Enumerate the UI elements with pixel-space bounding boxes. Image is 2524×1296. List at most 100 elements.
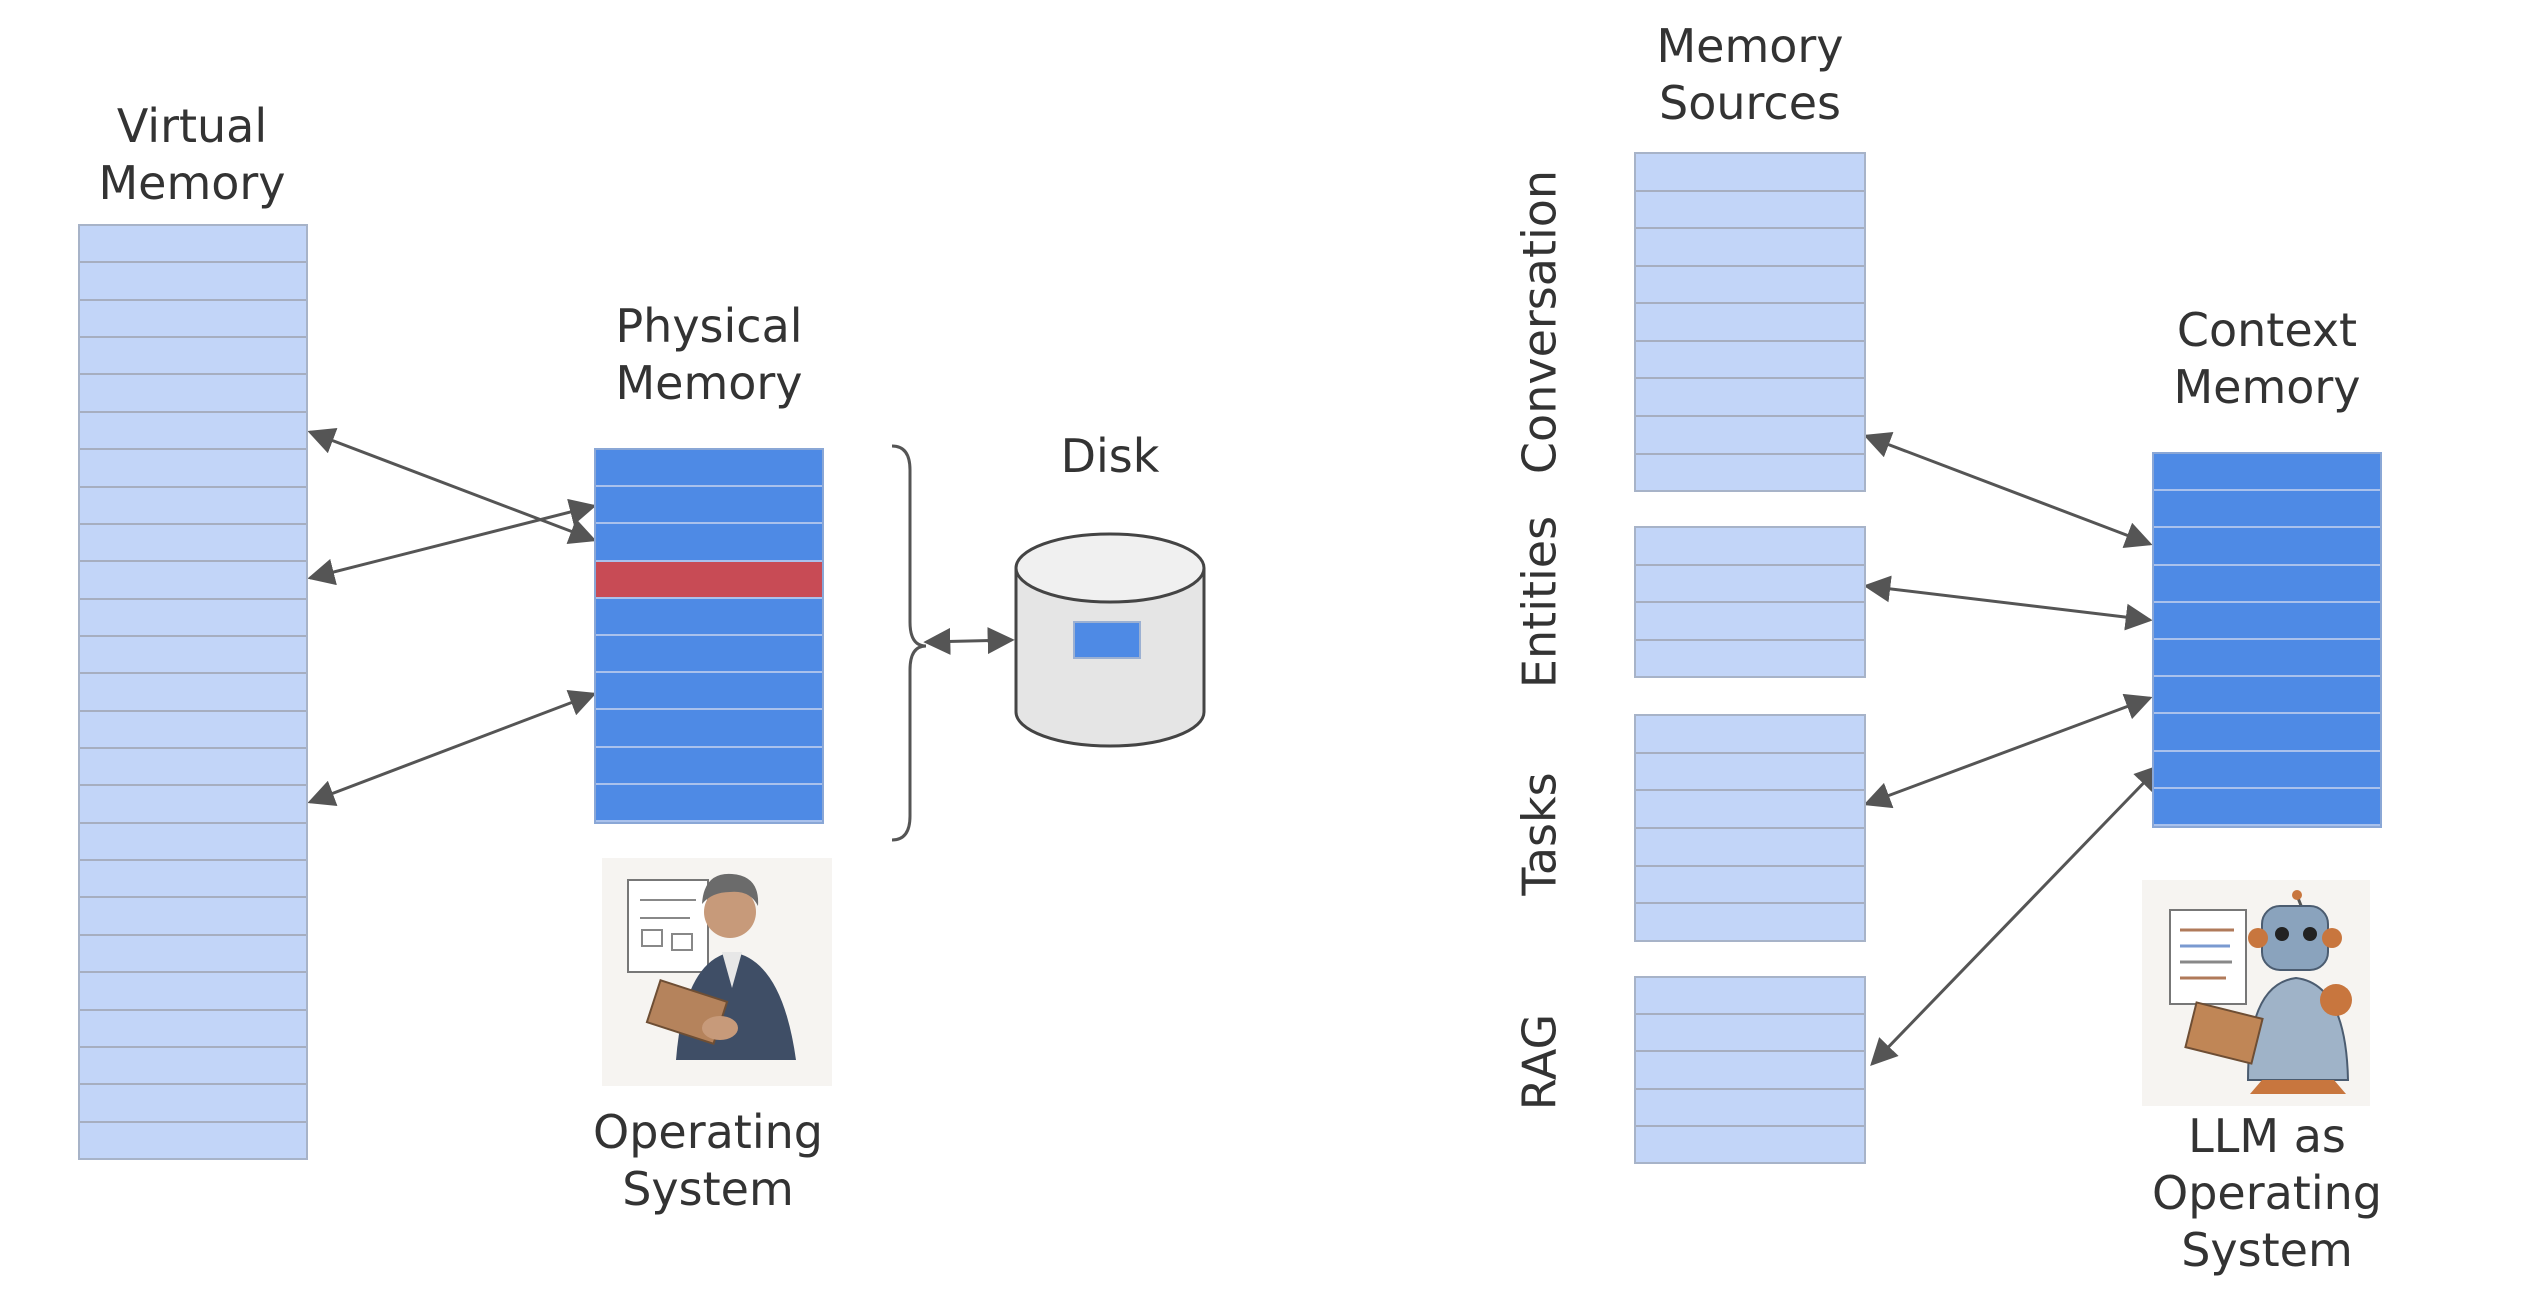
entities-memory-page xyxy=(1636,528,1864,566)
physical-memory-active-page xyxy=(596,561,822,599)
robot-with-clipboard-icon xyxy=(2142,880,2370,1106)
conversation-memory-page xyxy=(1636,229,1864,267)
context-memory-title-line2: Memory xyxy=(2173,360,2361,414)
entities-memory-page xyxy=(1636,566,1864,603)
llm-operating-system-caption: LLM as Operating System xyxy=(2122,1108,2412,1279)
virtual-memory-page xyxy=(80,824,306,862)
physical-memory-title-line1: Physical xyxy=(615,299,803,353)
rag-memory-page xyxy=(1636,978,1864,1016)
tasks-memory-page xyxy=(1636,829,1864,867)
context-memory-page xyxy=(2154,454,2380,492)
virtual-memory-page xyxy=(80,786,306,824)
disk-title: Disk xyxy=(1060,429,1160,483)
arrow-tasks-to-context xyxy=(1863,693,2153,809)
virtual-memory-page xyxy=(80,301,306,339)
entities-memory-stack xyxy=(1634,526,1866,678)
arrow-virtual-to-physical-lower xyxy=(307,690,597,806)
virtual-memory-page xyxy=(80,637,306,675)
virtual-memory-title-line1: Virtual xyxy=(116,99,268,153)
conversation-memory-page xyxy=(1636,192,1864,230)
virtual-memory-page xyxy=(80,525,306,563)
virtual-memory-page xyxy=(80,936,306,974)
tasks-memory-page xyxy=(1636,904,1864,940)
context-memory-page xyxy=(2154,714,2380,752)
arrow-virtual-to-physical-upper xyxy=(307,498,597,586)
virtual-memory-title: Virtual Memory xyxy=(78,98,306,212)
virtual-memory-page xyxy=(80,413,306,451)
conversation-memory-page xyxy=(1636,417,1864,455)
arrow-conversation-to-context xyxy=(1863,432,2153,548)
disk-icon xyxy=(1014,532,1206,748)
virtual-memory-page xyxy=(80,674,306,712)
physical-memory-page xyxy=(596,636,822,674)
virtual-memory-page xyxy=(80,375,306,413)
virtual-memory-stack xyxy=(78,224,308,1160)
conversation-memory-page xyxy=(1636,154,1864,192)
operating-system-caption-line1: Operating xyxy=(593,1105,823,1159)
rag-memory-stack xyxy=(1634,976,1866,1164)
physical-memory-page xyxy=(596,710,822,748)
tasks-memory-page xyxy=(1636,754,1864,792)
rag-memory-page xyxy=(1636,1090,1864,1127)
operating-system-caption: Operating System xyxy=(572,1104,844,1218)
entities-memory-page xyxy=(1636,603,1864,641)
virtual-memory-page xyxy=(80,1085,306,1123)
llm-caption-line1: LLM as xyxy=(2188,1109,2346,1163)
virtual-memory-page xyxy=(80,898,306,936)
physical-memory-page xyxy=(596,748,822,785)
context-memory-title: Context Memory xyxy=(2152,302,2382,416)
context-memory-page xyxy=(2154,752,2380,789)
physical-memory-stack xyxy=(594,448,824,824)
conversation-memory-page xyxy=(1636,342,1864,380)
llm-caption-line2: Operating xyxy=(2152,1166,2382,1220)
context-memory-page xyxy=(2154,491,2380,529)
conversation-memory-page xyxy=(1636,455,1864,491)
virtual-memory-page xyxy=(80,338,306,376)
physical-memory-page xyxy=(596,673,822,711)
arrow-virtual-to-physical-red xyxy=(307,428,597,544)
context-memory-page xyxy=(2154,603,2380,641)
context-memory-stack xyxy=(2152,452,2382,828)
physical-memory-page xyxy=(596,524,822,562)
conversation-label: Conversation xyxy=(1512,169,1567,475)
virtual-memory-page xyxy=(80,562,306,600)
tasks-label: Tasks xyxy=(1512,772,1567,896)
llm-caption-line3: System xyxy=(2181,1223,2353,1277)
rag-memory-page xyxy=(1636,1015,1864,1053)
physical-memory-page xyxy=(596,785,822,823)
context-memory-page xyxy=(2154,677,2380,715)
memory-sources-title-line1: Memory xyxy=(1656,19,1844,73)
memory-sources-title-line2: Sources xyxy=(1659,76,1841,130)
entities-label: Entities xyxy=(1512,515,1567,689)
rag-memory-page xyxy=(1636,1127,1864,1162)
virtual-memory-page xyxy=(80,600,306,637)
operating-system-caption-line2: System xyxy=(622,1162,794,1216)
virtual-memory-page xyxy=(80,749,306,787)
physical-memory-title: Physical Memory xyxy=(594,298,824,412)
virtual-memory-page xyxy=(80,1123,306,1158)
tasks-memory-stack xyxy=(1634,714,1866,942)
rag-label: RAG xyxy=(1512,1013,1567,1111)
tasks-memory-page xyxy=(1636,867,1864,905)
conversation-memory-page xyxy=(1636,267,1864,305)
physical-memory-title-line2: Memory xyxy=(615,356,803,410)
tasks-memory-page xyxy=(1636,791,1864,830)
conversation-memory-page xyxy=(1636,379,1864,417)
virtual-memory-page xyxy=(80,1048,306,1086)
virtual-memory-page xyxy=(80,488,306,525)
rag-memory-page xyxy=(1636,1052,1864,1090)
physical-memory-page xyxy=(596,599,822,637)
tasks-memory-page xyxy=(1636,716,1864,754)
physical-memory-page xyxy=(596,450,822,488)
arrow-entities-to-context xyxy=(1863,575,2153,631)
context-memory-page xyxy=(2154,640,2380,678)
virtual-memory-page xyxy=(80,450,306,488)
virtual-memory-page xyxy=(80,973,306,1011)
context-memory-title-line1: Context xyxy=(2176,303,2358,357)
virtual-memory-title-line2: Memory xyxy=(98,156,286,210)
woman-with-clipboard-icon xyxy=(602,858,832,1086)
virtual-memory-page xyxy=(80,226,306,264)
context-memory-page xyxy=(2154,566,2380,603)
